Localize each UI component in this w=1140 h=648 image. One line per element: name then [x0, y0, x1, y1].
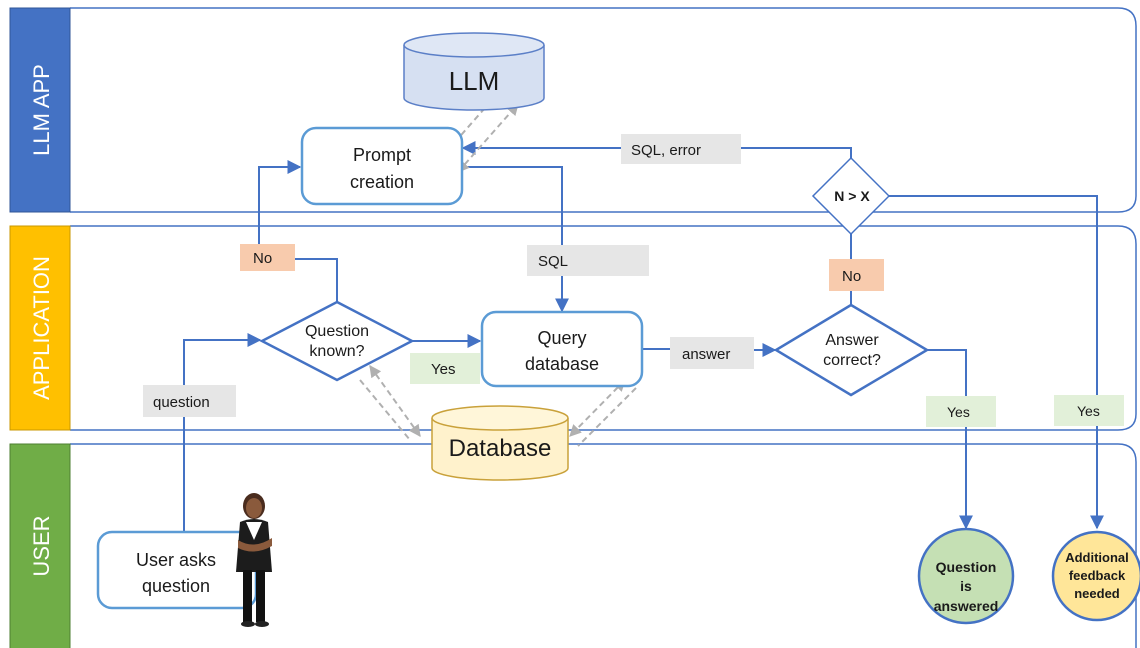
connector-nx-to-feedback: [889, 195, 1104, 530]
dashed-link-query-db-1: [569, 379, 626, 437]
connector-answer-correct-to-answered: [927, 349, 973, 530]
edge-label-yes-feedback: Yes: [1054, 395, 1124, 426]
edge-label-no-top: No: [240, 244, 295, 271]
llm-node: LLM: [403, 32, 545, 111]
user-lane-label: USER: [29, 515, 54, 576]
connector-no-to-prompt: [258, 160, 302, 245]
query-database-node: Query database: [480, 310, 644, 388]
llm-label: LLM: [449, 66, 500, 96]
svg-text:answer: answer: [682, 346, 730, 363]
user-lane-border: [70, 443, 1137, 648]
svg-text:Yes: Yes: [947, 404, 970, 420]
additional-feedback-node: Additional feedback needed: [1051, 530, 1140, 622]
question-answered-line-2: is: [960, 578, 972, 594]
prompt-creation-node: Prompt creation: [300, 126, 464, 206]
question-known-decision: Question known?: [259, 300, 415, 382]
edge-label-answer: answer: [670, 337, 754, 369]
database-label: Database: [449, 435, 552, 462]
dashed-link-query-db-2: [577, 387, 637, 447]
svg-text:No: No: [253, 250, 272, 267]
query-database-line-2: database: [525, 354, 599, 374]
llm-app-lane-label: LLM APP: [29, 64, 54, 156]
question-answered-line-3: answered: [934, 598, 999, 614]
n-gt-x-decision: N > X: [811, 156, 891, 236]
connector-user-to-question-known: [183, 333, 262, 532]
additional-feedback-line-3: needed: [1074, 586, 1120, 601]
svg-text:SQL, error: SQL, error: [631, 142, 701, 159]
n-gt-x-label: N > X: [834, 188, 870, 204]
svg-text:No: No: [842, 268, 861, 285]
question-known-line-1: Question: [305, 323, 369, 340]
user-person-illustration: [236, 493, 272, 627]
edge-label-sql-error: SQL, error: [621, 134, 741, 164]
svg-text:Yes: Yes: [1077, 403, 1100, 419]
database-node: Database: [431, 405, 569, 481]
answer-correct-line-2: correct?: [823, 352, 881, 369]
svg-text:Yes: Yes: [431, 361, 455, 378]
user-lane-header: [9, 443, 71, 648]
user-asks-line-1: User asks: [136, 550, 216, 570]
llm-app-lane-border: [70, 7, 1137, 213]
application-lane-border: [70, 225, 1137, 431]
answer-correct-decision: Answer correct?: [773, 303, 930, 397]
question-answered-node: Question is answered: [917, 527, 1015, 625]
edge-label-yes-answered: Yes: [926, 396, 996, 427]
question-known-line-2: known?: [309, 343, 364, 360]
user-asks-line-2: question: [142, 576, 210, 596]
edge-label-no-right: No: [829, 259, 884, 291]
prompt-creation-line-1: Prompt: [353, 145, 411, 165]
additional-feedback-line-2: feedback: [1069, 568, 1126, 583]
svg-text:SQL: SQL: [538, 253, 568, 270]
user-asks-question-node: User asks question: [96, 530, 258, 610]
edge-label-question: question: [143, 385, 236, 417]
prompt-creation-line-2: creation: [350, 172, 414, 192]
svg-text:question: question: [153, 394, 210, 411]
application-lane-header: [9, 225, 71, 431]
connector-question-known-no: [295, 258, 338, 302]
question-answered-line-1: Question: [936, 559, 997, 575]
connector-nx-to-sql-error: [741, 147, 852, 158]
query-database-line-1: Query: [537, 328, 586, 348]
application-lane-label: APPLICATION: [29, 256, 54, 400]
dashed-link-question-db-1: [369, 365, 421, 437]
additional-feedback-line-1: Additional: [1065, 550, 1129, 565]
connector-prompt-to-query: [461, 166, 569, 313]
edge-label-yes-known: Yes: [410, 353, 480, 384]
dashed-link-question-db-2: [359, 379, 411, 441]
answer-correct-line-1: Answer: [825, 332, 879, 349]
llm-app-lane-header: [9, 7, 71, 213]
dashed-link-prompt-llm-2: [457, 103, 519, 173]
edge-label-sql: SQL: [527, 245, 649, 276]
